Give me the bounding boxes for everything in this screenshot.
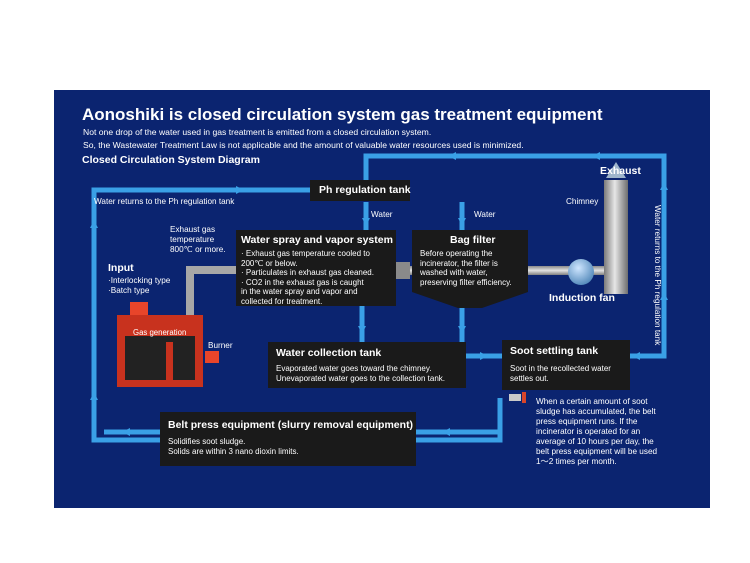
arrow-icon — [458, 218, 466, 226]
arrow-icon — [448, 152, 456, 160]
water-collection-title: Water collection tank — [276, 347, 382, 359]
input-option-1: ·Interlocking type — [108, 276, 171, 285]
bag-filter-line: incinerator, the filter is — [420, 258, 498, 268]
ph-regulation-tank-box: Ph regulation tank — [310, 180, 411, 201]
note-line: incinerator is operated for an — [536, 427, 641, 436]
arrow-icon — [90, 392, 98, 400]
chimney-shape — [604, 180, 628, 294]
exhaust-gas-label-1: Exhaust gas — [170, 225, 216, 234]
subtitle-line-1: Not one drop of the water used in gas tr… — [83, 127, 432, 137]
soot-settling-tank-box: Soot settling tank Soot in the recollect… — [502, 340, 630, 390]
bag-filter-line: washed with water, — [420, 268, 488, 278]
belt-press-title: Belt press equipment (slurry removal equ… — [168, 419, 414, 431]
valve-icon — [509, 394, 521, 401]
arrow-icon — [122, 428, 130, 436]
gas-pipe-riser — [186, 266, 236, 320]
note-line: belt press equipment will be used — [536, 447, 658, 456]
induction-fan-icon — [568, 259, 594, 285]
arrow-icon — [358, 326, 366, 334]
note-line: When a certain amount of soot — [536, 397, 648, 406]
gas-generation-wall — [166, 342, 173, 380]
note-line: 1～2 times per month. — [536, 457, 617, 466]
arrow-icon — [458, 326, 466, 334]
arrow-icon — [592, 152, 600, 160]
water-returns-label: Water returns to the Ph regulation tank — [94, 197, 235, 206]
water-spray-line: 200℃ or below. — [241, 258, 298, 268]
page-title: Aonoshiki is closed circulation system g… — [82, 105, 603, 124]
soot-settling-line: settles out. — [510, 373, 549, 383]
water-collection-tank-box: Water collection tank Evaporated water g… — [268, 342, 466, 388]
bag-filter-line: preserving filter efficiency. — [420, 277, 512, 287]
exhaust-gas-label-3: 800℃ or more. — [170, 245, 226, 254]
water-spray-title: Water spray and vapor system — [241, 234, 393, 246]
belt-press-line: Solids are within 3 nano dioxin limits. — [168, 446, 299, 456]
water-collection-line: Evaporated water goes toward the chimney… — [276, 364, 432, 373]
water-spray-box: Water spray and vapor system · Exhaust g… — [236, 230, 396, 306]
bag-filter-funnel — [412, 292, 528, 308]
induction-fan-label: Induction fan — [549, 292, 615, 304]
ph-tank-title: Ph regulation tank — [319, 184, 411, 196]
subtitle-line-2: So, the Wastewater Treatment Law is not … — [83, 140, 524, 150]
water-collection-line: Unevaporated water goes to the collectio… — [276, 373, 445, 383]
soot-settling-line: Soot in the recollected water — [510, 364, 611, 373]
arrow-icon — [660, 182, 668, 190]
belt-press-equipment-box: Belt press equipment (slurry removal equ… — [160, 412, 416, 466]
note-line: sludge has accumulated, the belt — [536, 407, 656, 416]
diagram-title: Closed Circulation System Diagram — [82, 154, 260, 166]
exhaust-label: Exhaust — [600, 165, 641, 177]
water-spray-line: collected for treatment. — [241, 296, 323, 306]
soot-settling-title: Soot settling tank — [510, 345, 599, 357]
exhaust-gas-label-2: temperature — [170, 235, 215, 244]
water-spray-line: in the water spray and vapor and — [241, 287, 358, 297]
bag-filter-box: Bag filter Before operating the incinera… — [412, 230, 528, 292]
arrow-icon — [632, 352, 640, 360]
gas-generation-label: Gas generation — [133, 328, 187, 337]
burner-label: Burner — [208, 341, 233, 350]
note-line: average of 10 hours per day, the — [536, 437, 654, 446]
water-spray-line: · Exhaust gas temperature cooled to — [241, 249, 370, 258]
bag-filter-line: Before operating the — [420, 249, 493, 258]
arrow-icon — [90, 220, 98, 228]
water-label-2: Water — [474, 210, 496, 219]
burner-shape — [205, 351, 219, 363]
gas-generation-inner — [125, 336, 195, 380]
water-spray-line: · CO2 in the exhaust gas is caught — [241, 277, 364, 287]
gas-pipe-stub — [396, 262, 410, 279]
water-spray-line: · Particulates in exhaust gas cleaned. — [241, 268, 374, 278]
input-option-2: ·Batch type — [108, 286, 150, 295]
note-line: press equipment runs. If the — [536, 417, 638, 426]
input-title: Input — [108, 262, 134, 274]
arrow-icon — [236, 186, 244, 194]
arrow-icon — [442, 428, 450, 436]
water-label-1: Water — [371, 210, 393, 219]
chimney-label: Chimney — [566, 197, 599, 206]
arrow-icon — [480, 352, 488, 360]
arrow-icon — [660, 292, 668, 300]
arrow-icon — [362, 218, 370, 226]
water-returns-vertical-label: Water returns to the Ph regulation tank — [653, 205, 662, 346]
exhaust-arrow-icon — [606, 162, 626, 178]
bag-filter-title: Bag filter — [450, 234, 496, 246]
belt-press-note: When a certain amount of soot sludge has… — [536, 397, 672, 467]
flow-arrows — [90, 152, 668, 436]
valve-handle-icon — [522, 392, 526, 403]
burner-top-shape — [130, 302, 148, 316]
belt-press-line: Solidifies soot sludge. — [168, 437, 246, 446]
